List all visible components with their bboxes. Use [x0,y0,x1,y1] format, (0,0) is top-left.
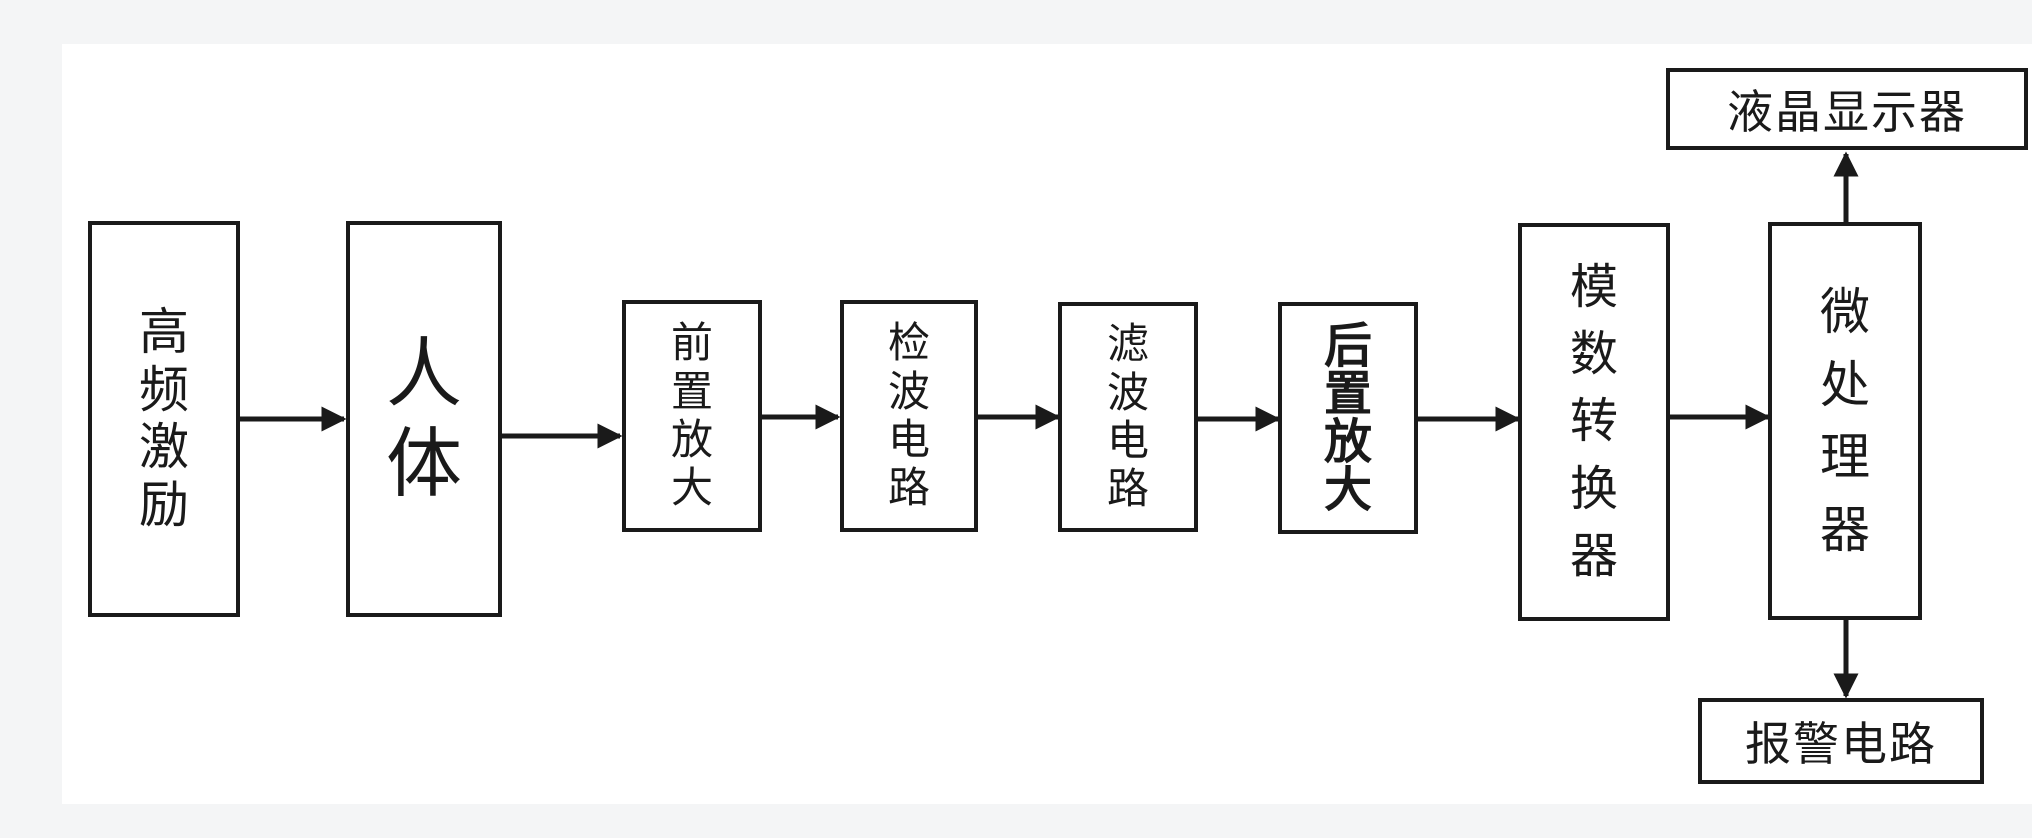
label-char: 检 [887,318,930,368]
label-char: 体 [386,419,462,508]
block-label: 微处理器 [1820,276,1870,566]
block-pre-amplifier: 前置放大 [622,300,762,532]
label-char: 微 [1820,283,1870,341]
block-label: 人体 [386,329,462,508]
label-char: 励 [139,475,189,534]
label-char: 后 [1323,318,1372,374]
block-filter-circuit: 滤波电路 [1058,302,1198,532]
block-lcd-display: 液晶显示器 [1666,68,2028,150]
block-label: 后置放大 [1324,322,1372,514]
block-label: 检波电路 [888,319,930,512]
label-char: 放 [1323,414,1372,470]
block-label: 模数转换器 [1570,254,1618,590]
block-label: 前置放大 [671,319,713,512]
label-char: 转 [1569,393,1618,450]
label-char: 大 [1323,462,1372,518]
block-label: 滤波电路 [1107,320,1149,513]
label-char: 处 [1820,355,1870,414]
label-char: 器 [1569,527,1618,584]
block-post-amplifier: 后置放大 [1278,302,1418,534]
label-char: 数 [1569,326,1618,383]
block-alarm-circuit: 报警电路 [1698,698,1984,784]
label-char: 器 [1820,500,1870,559]
block-label: 液晶显示器 [1727,85,1967,139]
label-char: 激 [139,418,189,476]
label-char: 理 [1820,428,1870,486]
block-adc: 模数转换器 [1518,223,1670,621]
label-char: 放 [670,415,713,464]
label-char: 路 [887,463,930,513]
label-char: 换 [1569,460,1618,517]
label-char: 模 [1569,259,1618,316]
label-char: 置 [670,366,713,416]
label-char: 电 [1106,416,1149,465]
block-label: 报警电路 [1745,717,1937,771]
label-char: 路 [1106,464,1149,514]
block-detector-circuit: 检波电路 [840,300,978,532]
label-char: 大 [670,463,713,513]
label-char: 波 [1106,367,1149,417]
label-char: 前 [670,318,713,368]
label-char: 高 [139,303,189,361]
label-char: 频 [139,360,189,419]
label-char: 滤 [1106,319,1149,369]
block-human-body: 人体 [346,221,502,617]
label-char: 波 [887,366,930,416]
block-label: 高频激励 [139,303,189,534]
block-high-freq-excitation: 高频激励 [88,221,240,617]
label-char: 置 [1323,366,1372,422]
block-microprocessor: 微处理器 [1768,222,1922,620]
label-char: 人 [386,329,462,419]
label-char: 电 [887,415,930,464]
